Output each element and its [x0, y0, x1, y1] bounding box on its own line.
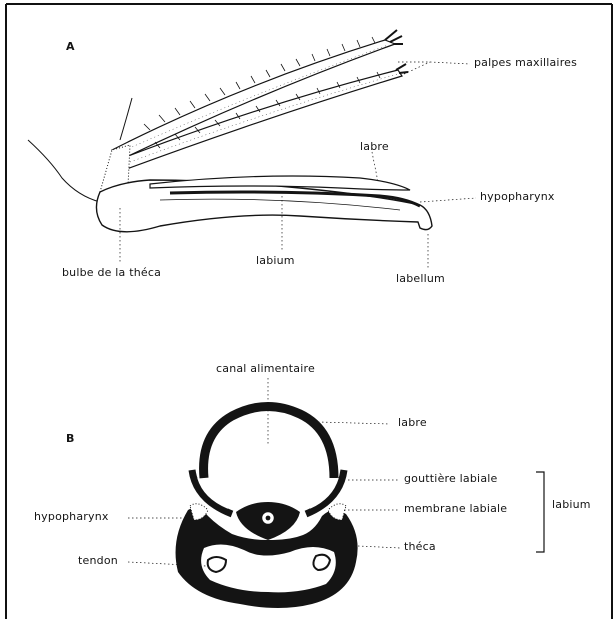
panel-a-letter: A [66, 40, 75, 53]
label-hypopharynx-a: hypopharynx [480, 190, 555, 203]
label-canal-alimentaire: canal alimentaire [216, 362, 315, 375]
label-labre-a: labre [360, 140, 389, 153]
label-hypopharynx-b: hypopharynx [34, 510, 109, 523]
maxillary-palp-upper [112, 40, 395, 160]
palp-tips [385, 30, 408, 73]
labre-ring [204, 406, 334, 478]
label-gouttiere-labiale: gouttière labiale [404, 472, 497, 485]
label-bulbe-theca: bulbe de la théca [62, 266, 161, 279]
label-tendon: tendon [78, 554, 118, 567]
label-labium-bracket: labium [552, 498, 591, 511]
panel-a-leader-lines [120, 62, 476, 268]
panel-b-letter: B [66, 432, 74, 445]
labium-bracket [536, 472, 544, 552]
label-labellum: labellum [396, 272, 445, 285]
label-labre-b: labre [398, 416, 427, 429]
label-theca: théca [404, 540, 436, 553]
label-labium-a: labium [256, 254, 295, 267]
salivary-duct-lumen [266, 516, 271, 521]
label-membrane-labiale: membrane labiale [404, 502, 507, 515]
label-palpes-maxillaires: palpes maxillaires [474, 56, 577, 69]
